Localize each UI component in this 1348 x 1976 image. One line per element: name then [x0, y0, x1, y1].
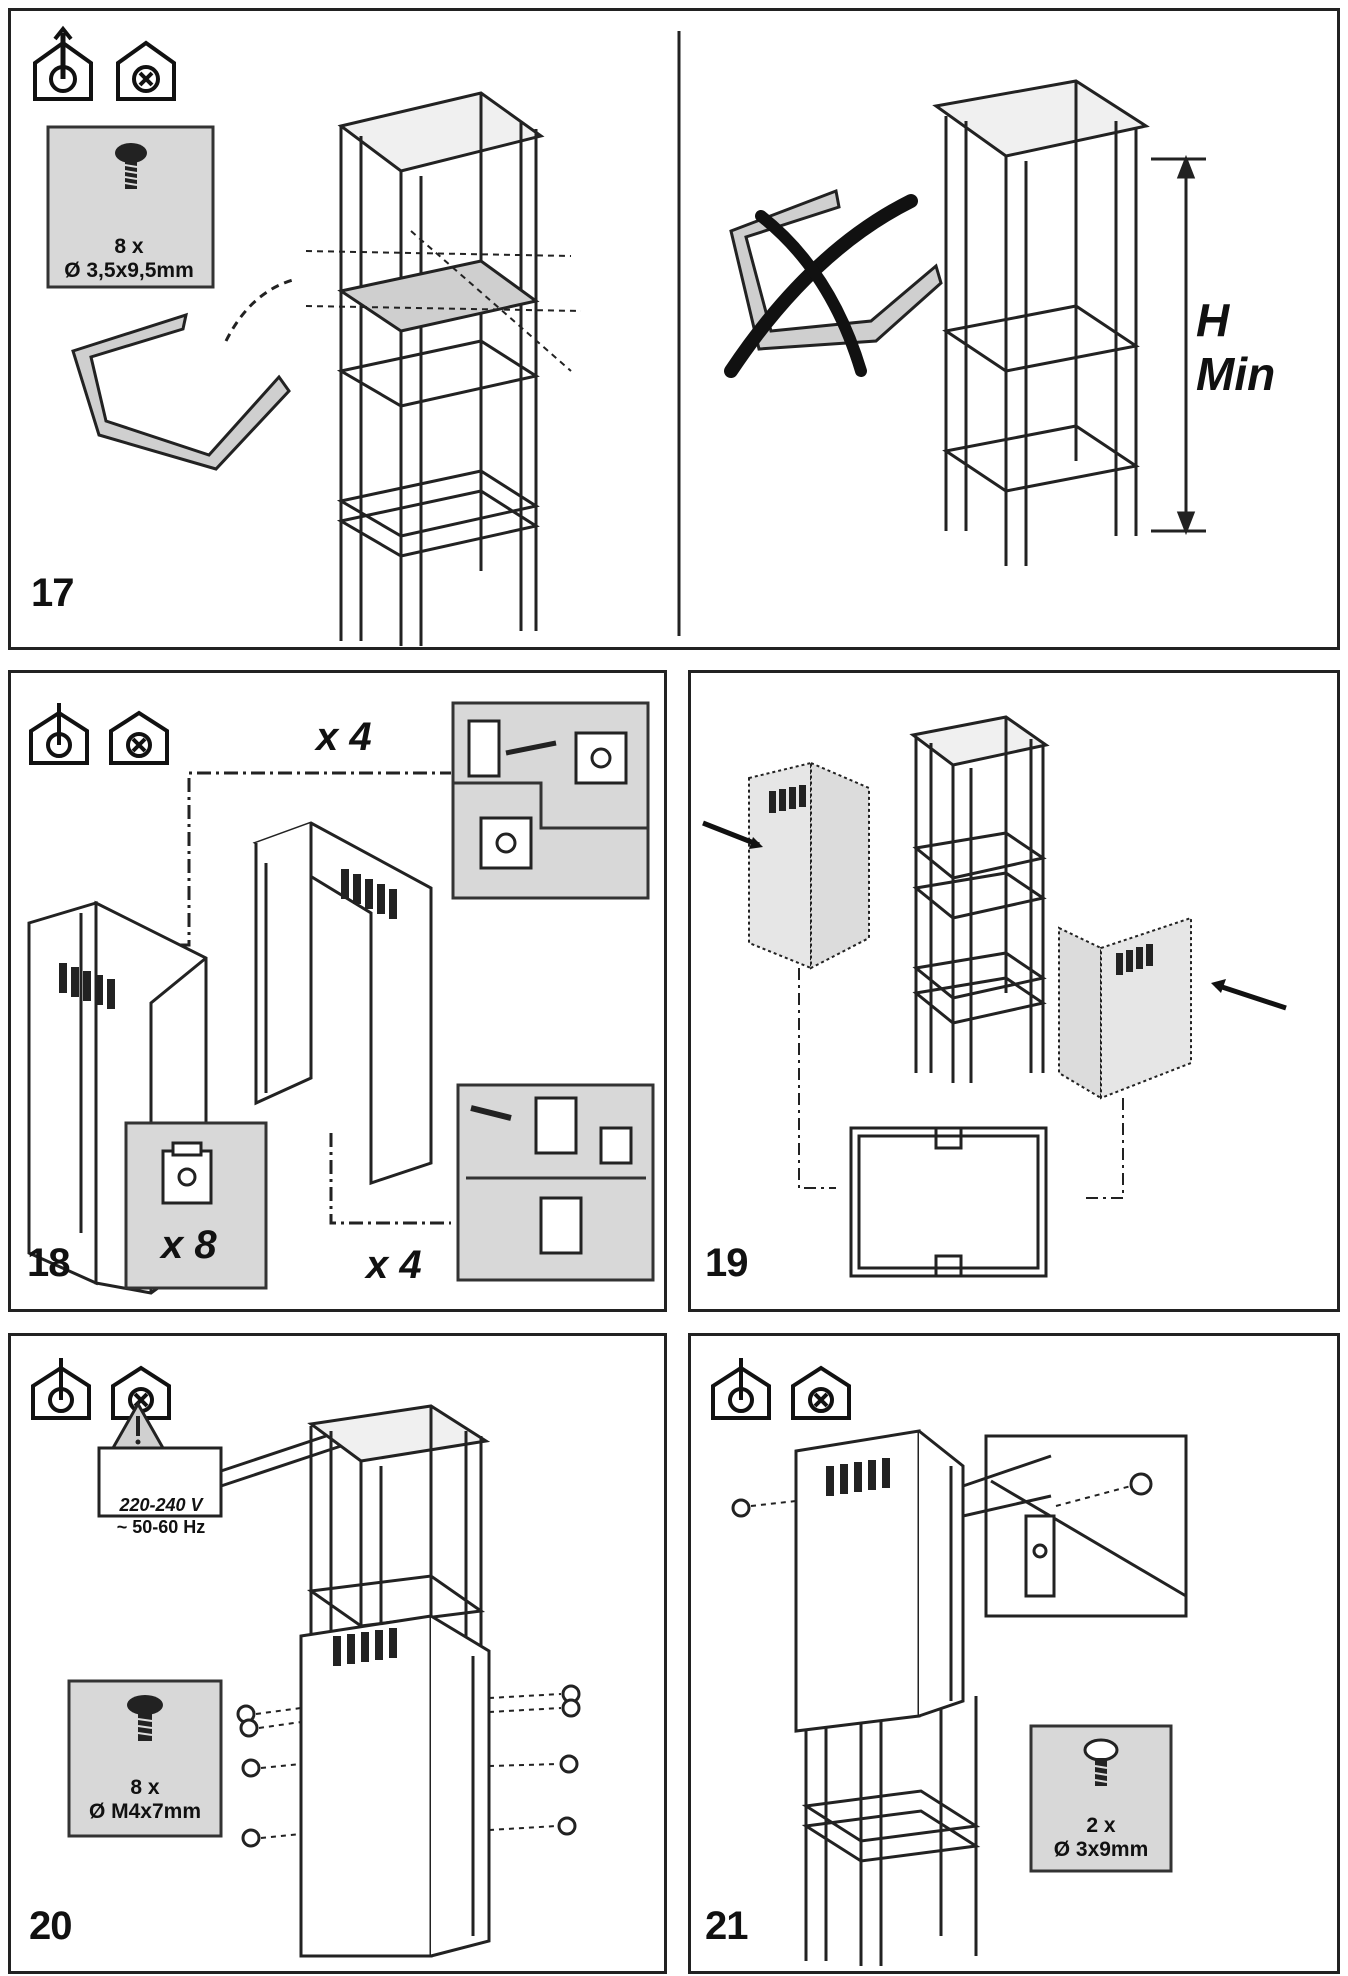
frequency-label: ~ 50-60 Hz	[116, 1517, 206, 1537]
panel-step-21: 2 x Ø 3x9mm 21	[688, 1333, 1340, 1974]
chimney-frame-right	[932, 79, 1150, 566]
move-arrow	[224, 277, 297, 342]
chimney-cover-right	[252, 821, 433, 1186]
wrong-bracket-part	[729, 188, 943, 351]
ducted-version-icon	[29, 703, 89, 765]
height-dimension-arrow	[1151, 154, 1206, 536]
panel-step-19: 19	[688, 670, 1340, 1312]
screw-size: Ø 3,5x9,5mm	[64, 259, 194, 282]
screw-left	[731, 1498, 751, 1518]
min-label: Min	[1196, 348, 1276, 400]
vent-slots	[333, 1628, 397, 1666]
vent-slots	[1116, 944, 1153, 975]
chimney-cover	[299, 1614, 491, 1958]
step-18-illustration	[27, 701, 655, 1295]
bracket-part	[71, 312, 291, 471]
recirculation-version-icon	[791, 1365, 851, 1420]
recirculation-version-icon	[116, 40, 176, 101]
step-17-illustration	[33, 25, 1206, 646]
chimney-frame-left	[336, 91, 545, 646]
section-outline	[849, 1126, 1048, 1278]
cover-panel-left	[748, 761, 870, 970]
panel-step-18: x 4 x 4 x 8 18	[8, 670, 667, 1312]
vent-slots	[769, 785, 806, 813]
detail-callout-box	[984, 1434, 1188, 1618]
step-21-illustration	[711, 1358, 1188, 1966]
screw-set	[236, 1684, 581, 1848]
h-label: H	[1196, 294, 1230, 346]
clip-quantity-bottom: x 4	[366, 1243, 422, 1287]
step-number-18: 18	[27, 1241, 70, 1285]
step-17-screw-spec: 8 x Ø 3,5x9,5mm	[49, 235, 209, 283]
ducted-version-icon	[33, 25, 93, 101]
vent-slots	[826, 1458, 890, 1496]
leader-line-top	[99, 771, 451, 947]
step-19-illustration	[702, 715, 1287, 1278]
recirculation-version-icon	[109, 710, 169, 765]
screw-icon	[115, 143, 147, 189]
step-number-20: 20	[29, 1904, 72, 1948]
ducted-version-icon	[31, 1358, 91, 1420]
screw-size: Ø M4x7mm	[88, 1800, 202, 1823]
step-20-screw-spec: 8 x Ø M4x7mm	[69, 1776, 221, 1824]
leader-line-bottom	[329, 1133, 451, 1225]
screw-icon	[127, 1695, 163, 1741]
screw-quantity: 8 x	[130, 1776, 160, 1799]
cover-panel-right	[1058, 916, 1192, 1100]
clip-quantity-top: x 4	[316, 715, 372, 759]
step-number-17: 17	[31, 571, 74, 615]
cross-stroke-2	[755, 210, 867, 377]
ducted-version-icon	[711, 1358, 771, 1420]
screw-icon	[1083, 1738, 1119, 1786]
step-number-19: 19	[705, 1241, 748, 1285]
panel-step-20: 220-240 V ~ 50-60 Hz 8 x Ø M4x7mm 20	[8, 1333, 667, 1974]
screw-quantity: 8 x	[114, 235, 144, 258]
insert-arrow-right	[1215, 982, 1287, 1011]
panel-step-17: 8 x Ø 3,5x9,5mm H Min 17	[8, 8, 1340, 650]
chimney-cover-upper	[794, 1429, 965, 1733]
voltage-label: 220-240 V	[119, 1495, 203, 1515]
insert-arrow-left	[702, 820, 760, 848]
nut-quantity: x 8	[161, 1223, 217, 1267]
chimney-frame	[801, 1696, 981, 1966]
vent-slots	[341, 869, 397, 919]
step-20-illustration	[31, 1358, 581, 1958]
cage-nut-icon	[161, 1141, 213, 1205]
screw-quantity: 2 x	[1086, 1814, 1116, 1837]
step-number-21: 21	[705, 1904, 748, 1948]
step-21-screw-spec: 2 x Ø 3x9mm	[1031, 1814, 1171, 1862]
screw-size: Ø 3x9mm	[1053, 1838, 1149, 1861]
chimney-frame	[306, 1404, 491, 1681]
vent-slots	[59, 963, 115, 1009]
chimney-frame	[909, 715, 1050, 1083]
voltage-warning-box	[97, 1446, 223, 1518]
